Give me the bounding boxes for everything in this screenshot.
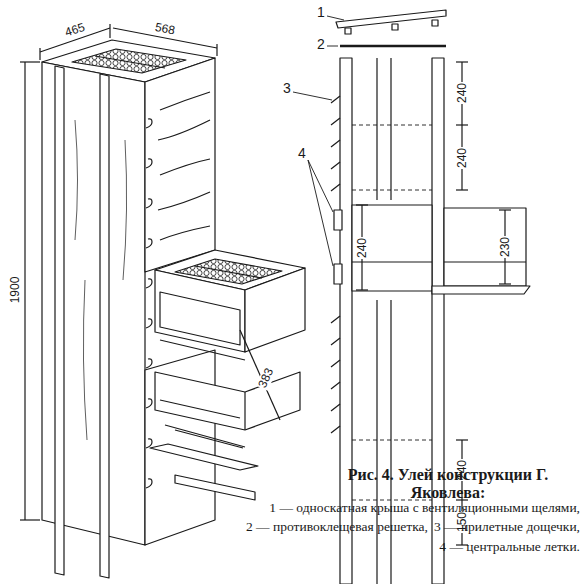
legend-text: 3 — прилетные дощечки, [434,519,580,534]
dimension-label: 240 [456,82,469,104]
legend-text: 4 — центральные летки. [439,539,580,554]
landing-board [146,359,152,368]
landing-board [331,360,340,367]
landing-board [146,239,152,248]
landing-board [331,140,340,147]
landing-board [146,199,152,208]
dimension-label: 240 [456,147,469,169]
legend-row: 4 — центральные летки. [439,539,580,555]
legend-text: 1 — односкатная крыша с вентиляционными … [269,500,580,515]
callout-number: 3 [282,81,292,96]
landing-board [331,426,340,433]
landing-board [146,439,152,448]
landing-board [146,159,152,168]
landing-board [146,119,152,128]
legend-text: 2 — противоклещевая решетка, [246,519,428,534]
landing-board [146,399,152,408]
landing-board [331,338,340,345]
landing-board [146,279,152,288]
dimension-label: 230 [499,236,512,258]
figure-caption: Рис. 4. Улей конструкции Г. Яковлева: [330,466,566,503]
landing-board [146,479,152,488]
callout-number: 1 [316,5,326,20]
callout-number: 4 [297,146,307,161]
landing-board [331,118,340,125]
dimension-label: 240 [356,237,369,259]
landing-board [331,96,340,103]
legend-row: 1 — односкатная крыша с вентиляционными … [269,500,580,516]
dimension-label: 1900 [9,276,22,305]
landing-board [331,184,340,191]
landing-board [331,162,340,169]
legend-row: 2 — противоклещевая решетка, 3 — прилетны… [246,519,580,535]
dimension-label: 568 [153,21,177,38]
landing-board [146,319,152,328]
landing-board [331,382,340,389]
landing-board [331,404,340,411]
callout-number: 2 [316,37,326,52]
landing-board [331,316,340,323]
